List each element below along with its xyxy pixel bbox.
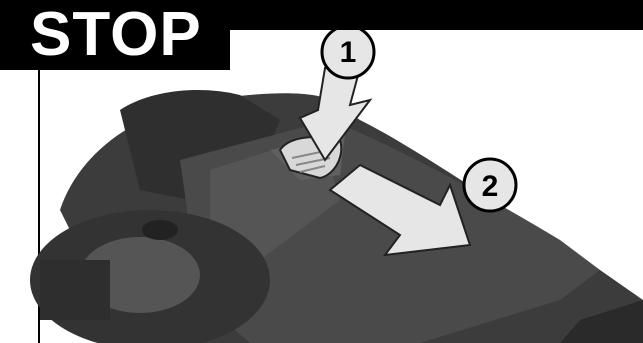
step-1-number: 1: [340, 36, 357, 69]
step-2-number: 2: [482, 170, 499, 203]
stop-label: STOP: [0, 0, 230, 70]
